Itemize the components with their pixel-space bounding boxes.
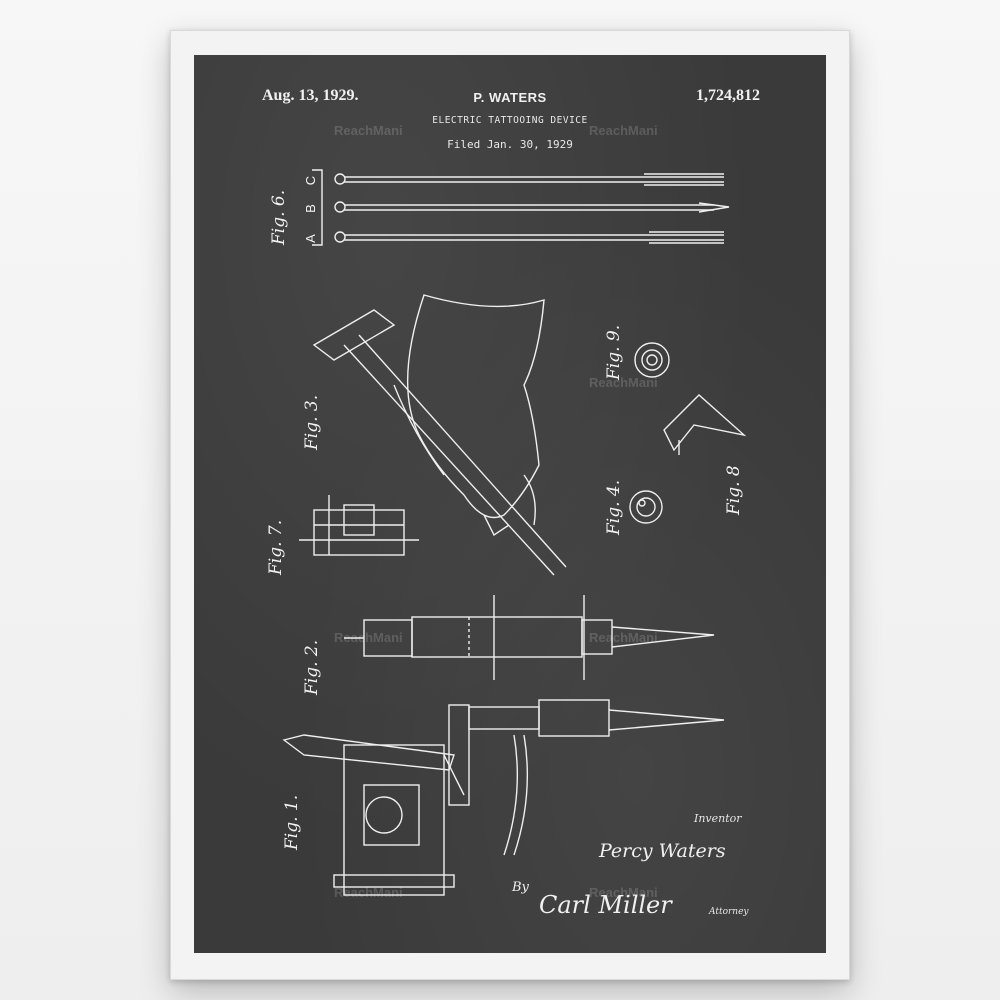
inventor-label: Inventor (694, 812, 742, 825)
fig8-label: Fig. 8 (724, 465, 744, 515)
attorney-label: Attorney (709, 907, 749, 917)
fig9-label: Fig. 9. (604, 324, 624, 380)
patent-date: Aug. 13, 1929. (262, 87, 359, 104)
patent-number: 1,724,812 (696, 87, 760, 104)
fig8-plate (663, 394, 747, 455)
fig2-cylinder (344, 595, 715, 680)
watermark: ReachMani (334, 123, 403, 138)
patent-title: ELECTRIC TATTOOING DEVICE (432, 115, 588, 126)
fig1-label: Fig. 1. (282, 794, 302, 850)
fig1-machine (282, 699, 725, 896)
watermark: ReachMani (334, 630, 403, 645)
discs-drawing (629, 342, 670, 524)
needle-label-a: A (302, 234, 318, 243)
watermark: ReachMani (334, 885, 403, 900)
fig3-label: Fig. 3. (302, 394, 322, 450)
needle-label-c: C (303, 175, 319, 186)
patent-drawing (282, 169, 747, 896)
fig7-mechanism (299, 495, 419, 556)
watermark: ReachMani (589, 630, 658, 645)
needles-drawing (312, 169, 730, 246)
watermark: ReachMani (589, 885, 658, 900)
needle-label-b: B (302, 204, 318, 213)
fig6-label: Fig. 6. (269, 189, 289, 245)
fig4-label: Fig. 4. (604, 479, 624, 535)
attorney-signature: Carl Miller (539, 891, 672, 919)
inventor-signature: Percy Waters (599, 840, 726, 862)
filed-date: Filed Jan. 30, 1929 (447, 138, 573, 151)
hand-drawing (312, 294, 567, 576)
by-label: By (512, 880, 529, 895)
watermark: ReachMani (589, 375, 658, 390)
patent-poster: Aug. 13, 1929. P. WATERS 1,724,812 ELECT… (194, 55, 826, 953)
watermark: ReachMani (589, 123, 658, 138)
fig7-label: Fig. 7. (266, 519, 286, 575)
fig2-label: Fig. 2. (302, 639, 322, 695)
inventor-header: P. WATERS (473, 90, 547, 105)
